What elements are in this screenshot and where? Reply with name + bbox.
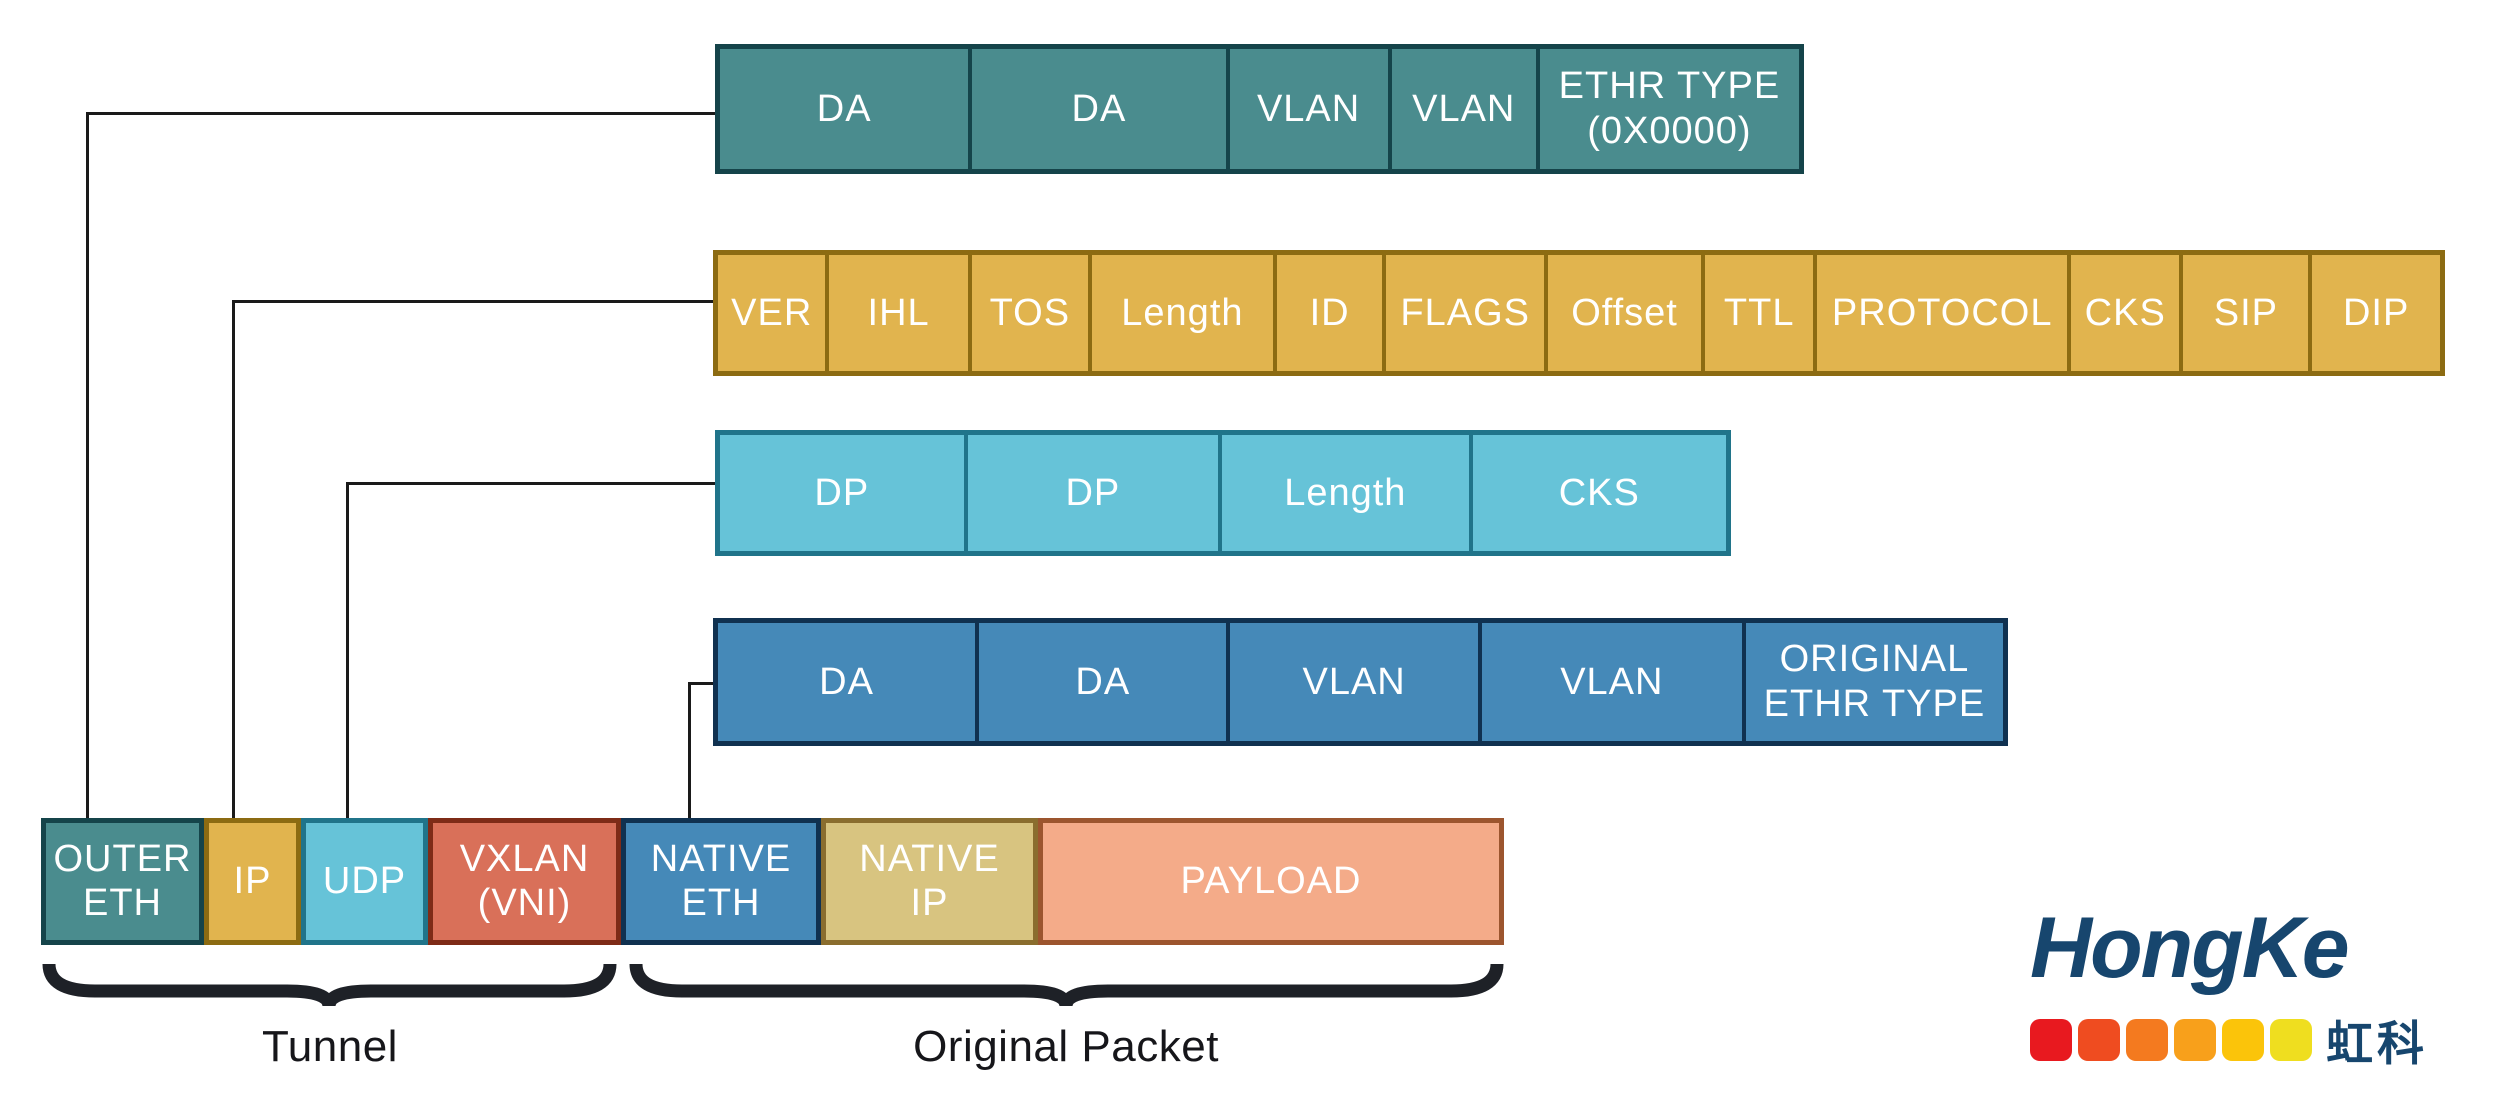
field-cell-ethr-type-0x0000: ETHR TYPE (0X0000)	[1535, 49, 1799, 169]
field-cell-vlan: VLAN	[1387, 49, 1536, 169]
connector-native-eth-vertical	[688, 682, 691, 818]
field-cell-da: DA	[968, 49, 1225, 169]
field-cell-vlan: VLAN	[1225, 49, 1388, 169]
field-cell-cks: CKS	[1468, 435, 1726, 551]
field-cell-da: DA	[975, 623, 1226, 741]
segment-outer-eth: OUTER ETH	[41, 818, 204, 945]
original-packet-brace	[629, 963, 1504, 1008]
segment-native-eth: NATIVE ETH	[621, 818, 821, 945]
hongke-cjk-name: 虹科	[2326, 1017, 2428, 1070]
field-cell-id: ID	[1272, 255, 1382, 371]
field-cell-ihl: IHL	[825, 255, 967, 371]
field-cell-dp: DP	[814, 471, 870, 514]
field-cell-tos: TOS	[967, 255, 1088, 371]
field-cell-vlan: VLAN	[1477, 623, 1742, 741]
hongke-logo: HongKe 虹科	[2030, 905, 2470, 1074]
field-cell-vlan: VLAN	[1226, 623, 1477, 741]
segment-vxlan-vni: VXLAN (VNI)	[428, 818, 621, 945]
field-cell-dp: DP	[963, 435, 1218, 551]
field-cell-dip: DIP	[2308, 255, 2440, 371]
field-cell-original-ethr-type: ORIGINAL ETHR TYPE	[1741, 623, 2003, 741]
field-cell-protocol: PROTOCOL	[1813, 255, 2067, 371]
tunnel-label: Tunnel	[262, 1022, 398, 1071]
logo-square	[2078, 1018, 2120, 1061]
logo-color-squares	[2030, 1018, 2312, 1061]
logo-square	[2270, 1018, 2312, 1061]
connector-ip-vertical	[232, 300, 235, 818]
connector-udp-vertical	[346, 482, 349, 818]
connector-native-eth-horizontal	[688, 682, 713, 685]
connector-udp-horizontal	[346, 482, 715, 485]
field-cell-sip: SIP	[2179, 255, 2308, 371]
segment-native-ip: NATIVE IP	[821, 818, 1038, 945]
segment-payload: PAYLOAD	[1038, 818, 1504, 945]
field-cell-flags: FLAGS	[1382, 255, 1544, 371]
segment-udp: UDP	[301, 818, 428, 945]
connector-outer-eth-horizontal	[86, 112, 715, 115]
logo-square	[2174, 1018, 2216, 1061]
hongke-wordmark: HongKe	[2030, 900, 2350, 996]
original-packet-label: Original Packet	[913, 1022, 1219, 1071]
field-cell-offset: Offset	[1544, 255, 1701, 371]
logo-square	[2030, 1018, 2072, 1061]
field-cell-ver: VER	[731, 291, 813, 334]
field-cell-length: Length	[1087, 255, 1273, 371]
connector-outer-eth-vertical	[86, 112, 89, 818]
logo-square	[2126, 1018, 2168, 1061]
segment-ip: IP	[204, 818, 301, 945]
connector-ip-horizontal	[232, 300, 713, 303]
field-cell-da: DA	[816, 87, 872, 130]
field-cell-cks: CKS	[2067, 255, 2179, 371]
logo-square	[2222, 1018, 2264, 1061]
field-cell-length: Length	[1218, 435, 1469, 551]
field-cell-ttl: TTL	[1700, 255, 1813, 371]
tunnel-brace	[42, 963, 617, 1008]
field-cell-da: DA	[819, 660, 874, 703]
